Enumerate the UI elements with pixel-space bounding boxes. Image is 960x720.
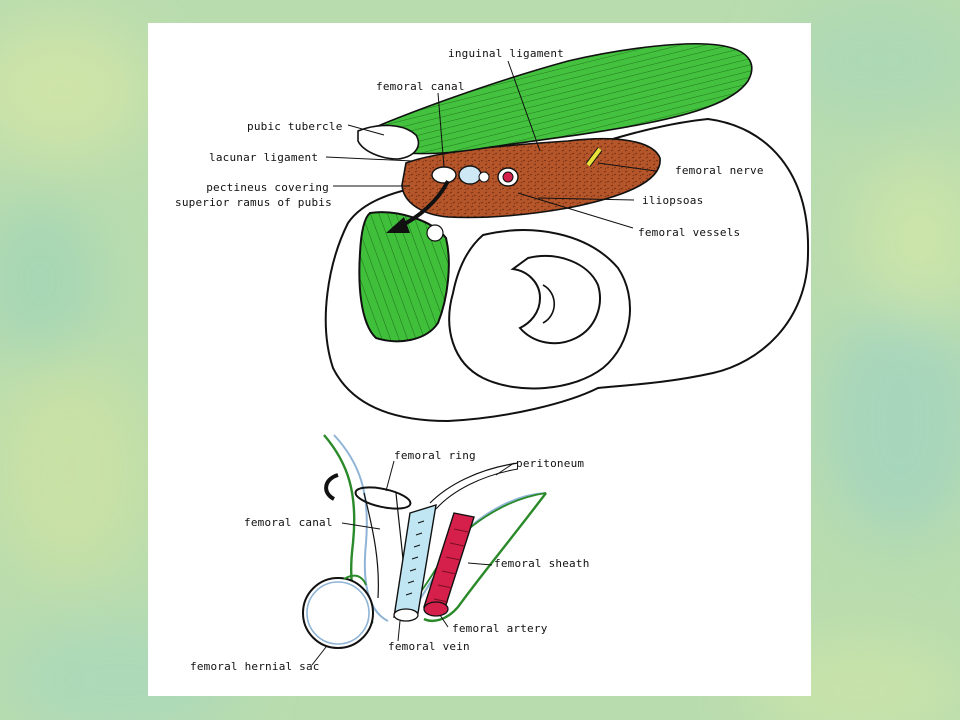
label-pubic-tubercle: pubic tubercle xyxy=(247,120,343,133)
muscle-group xyxy=(357,43,753,233)
label-femoral-vein: femoral vein xyxy=(388,640,470,653)
label-femoral-nerve: femoral nerve xyxy=(675,164,764,177)
diagram-panel: inguinal ligament femoral canal pubic tu… xyxy=(148,23,811,696)
anatomy-drawing xyxy=(302,43,810,666)
label-femoral-hernial-sac: femoral hernial sac xyxy=(190,660,320,673)
label-inguinal-ligament: inguinal ligament xyxy=(448,47,564,60)
femoral-sheath-diagram xyxy=(302,434,547,649)
label-pectineus-line2: superior ramus of pubis xyxy=(175,196,332,209)
label-femoral-vessels: femoral vessels xyxy=(638,226,741,239)
bottom-leader-lines xyxy=(311,460,515,666)
label-femoral-sheath: femoral sheath xyxy=(494,557,590,570)
label-iliopsoas: iliopsoas xyxy=(642,194,704,207)
label-lacunar-ligament: lacunar ligament xyxy=(209,151,319,164)
label-femoral-canal-top: femoral canal xyxy=(376,80,465,93)
label-pectineus-line1: pectineus covering xyxy=(206,181,329,194)
top-leader-lines xyxy=(325,60,657,229)
label-femoral-ring: femoral ring xyxy=(394,449,476,462)
label-femoral-artery: femoral artery xyxy=(452,622,548,635)
label-femoral-canal-bottom: femoral canal xyxy=(244,516,333,529)
label-peritoneum: peritoneum xyxy=(516,457,585,470)
